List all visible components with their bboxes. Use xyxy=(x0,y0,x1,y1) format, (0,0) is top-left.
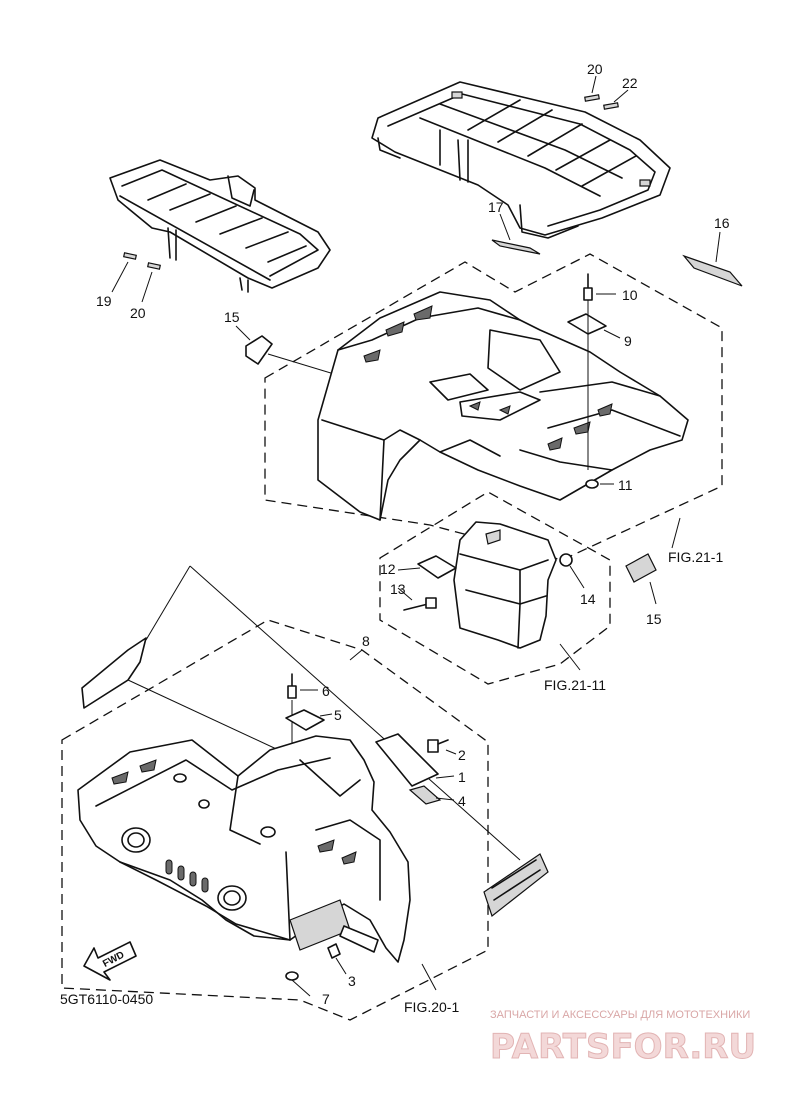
fig-ref-rear-flap: FIG.21-11 xyxy=(544,677,606,693)
callout-3: 3 xyxy=(348,973,356,989)
callout-15-lower: 15 xyxy=(646,611,662,627)
watermark-caption: ЗАПЧАСТИ И АКСЕССУАРЫ ДЛЯ МОТОТЕХНИКИ xyxy=(490,1009,750,1021)
callout-20: 20 xyxy=(130,305,146,321)
part-12-plate xyxy=(397,555,457,579)
part-16-decal xyxy=(682,231,743,287)
part-10-rivet xyxy=(583,273,616,301)
rear-fender-group-box xyxy=(264,253,723,561)
callout-16: 16 xyxy=(714,215,730,231)
callout-17: 17 xyxy=(488,199,504,215)
callout-13: 13 xyxy=(390,581,406,597)
part-2-rivet xyxy=(427,739,457,755)
fig-ref-rear-fender: FIG.21-1 xyxy=(668,549,723,565)
front-logo-decal xyxy=(483,853,549,917)
front-carrier xyxy=(109,159,331,293)
callout-10: 10 xyxy=(622,287,638,303)
watermark: ЗАПЧАСТИ И АКСЕССУАРЫ ДЛЯ МОТОТЕХНИКИ PA… xyxy=(490,1009,757,1068)
part-8-decal xyxy=(81,565,521,861)
drawing-code: 5GT6110-0450 xyxy=(60,991,153,1007)
callout-6: 6 xyxy=(322,683,330,699)
callout-15-upper: 15 xyxy=(224,309,240,325)
callout-14: 14 xyxy=(580,591,596,607)
rear-flap-group-box xyxy=(379,491,611,685)
rear-fender xyxy=(317,291,689,521)
fwd-arrow-icon: FWD xyxy=(83,941,137,981)
callout-22: 22 xyxy=(622,75,638,91)
part-9-plate xyxy=(567,313,621,339)
part-19-20-clips xyxy=(111,252,161,303)
part-5-plate xyxy=(285,709,333,731)
part-17-decal xyxy=(491,213,541,255)
callout-8: 8 xyxy=(362,633,370,649)
part-1-4-plates xyxy=(375,733,455,805)
callout-21: 20 xyxy=(587,61,603,77)
part-14-washer xyxy=(559,553,585,589)
part-3-screw xyxy=(327,943,347,975)
callout-11: 11 xyxy=(618,477,633,493)
rear-carrier xyxy=(371,81,671,239)
part-15-lower-decal xyxy=(625,553,657,605)
rear-flap xyxy=(453,521,557,649)
callout-labels: 20 22 17 16 10 9 15 19 20 11 FIG.21-1 12… xyxy=(60,61,730,1015)
part-7-nut xyxy=(285,971,311,997)
front-fender xyxy=(77,735,411,963)
callout-19: 19 xyxy=(96,293,112,309)
callout-12: 12 xyxy=(380,561,396,577)
callout-2: 2 xyxy=(458,747,466,763)
callout-5: 5 xyxy=(334,707,342,723)
callout-1: 1 xyxy=(458,769,466,785)
watermark-brand: PARTSFOR.RU xyxy=(490,1027,756,1067)
fig-ref-front-fender: FIG.20-1 xyxy=(404,999,459,1015)
callout-7: 7 xyxy=(322,991,330,1007)
callout-4: 4 xyxy=(458,793,466,809)
part-13-rivet xyxy=(397,587,437,611)
callout-9: 9 xyxy=(624,333,632,349)
part-21-22-clips xyxy=(584,75,629,110)
part-11-nut xyxy=(585,479,614,489)
